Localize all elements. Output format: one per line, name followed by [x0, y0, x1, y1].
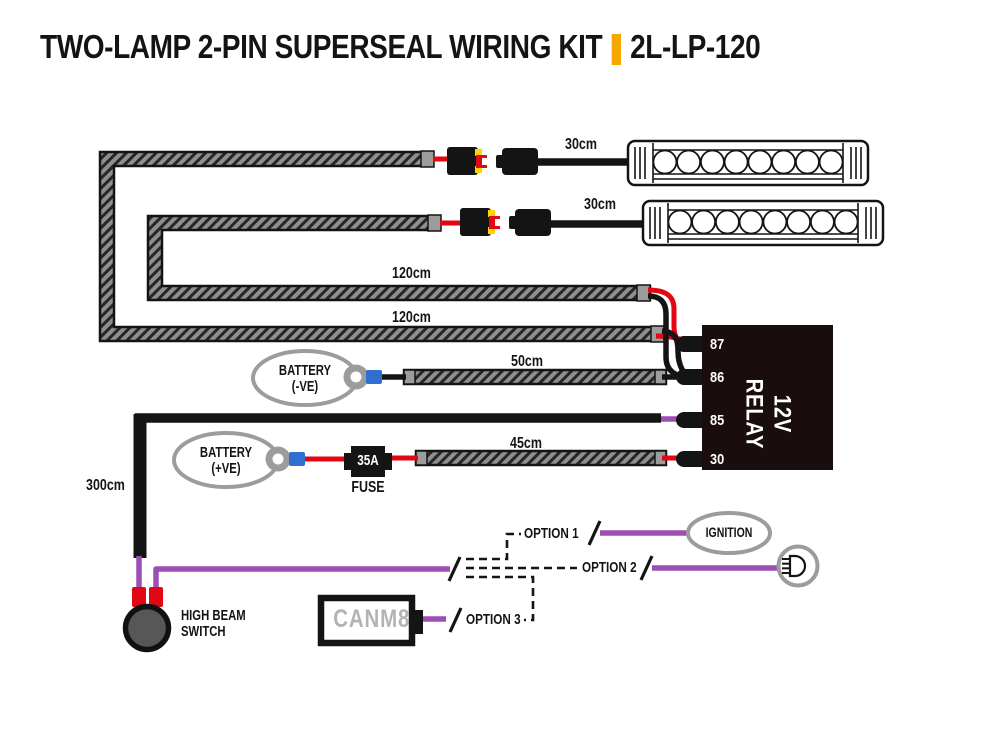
superseal-male-1 — [447, 147, 478, 175]
relay — [676, 325, 833, 470]
canm8-label: CANM8 — [333, 605, 411, 633]
crimp-blue-positive — [289, 452, 305, 466]
title-main: TWO-LAMP 2-PIN SUPERSEAL WIRING KIT — [40, 28, 603, 65]
label-battery-positive-length: 45cm — [510, 435, 542, 452]
crimp-red-2 — [149, 587, 163, 607]
relay-pin-85-label: 85 — [710, 412, 725, 429]
fuse-rating: 35A — [357, 452, 379, 469]
relay-body — [702, 325, 833, 470]
label-lamp2-tail-length: 30cm — [584, 196, 616, 213]
relay-pin-30 — [676, 451, 710, 467]
light-bar-2 — [641, 199, 885, 247]
option3-label: OPTION 3 — [466, 611, 521, 628]
switch-cable — [122, 413, 661, 653]
lamp1-connector-pair — [433, 147, 632, 175]
superseal-male-2 — [460, 208, 491, 236]
braid-battery-negative — [402, 368, 668, 386]
label-lamp1-tail-length: 30cm — [565, 136, 597, 153]
relay-pin-87-label: 87 — [710, 336, 725, 353]
option1-label: OPTION 1 — [524, 525, 579, 542]
title-code: 2L-LP-120 — [630, 28, 761, 65]
option2-label: OPTION 2 — [582, 559, 637, 576]
battery-positive-branch — [172, 431, 418, 489]
braid-battery-positive — [414, 449, 668, 467]
label-lamp1-loop-length: 120cm — [392, 309, 431, 326]
relay-pin-87 — [676, 336, 710, 352]
relay-label: 12V RELAY — [740, 378, 796, 450]
relay-pin-85 — [676, 412, 710, 428]
headlight-icon — [776, 544, 820, 588]
ignition-oval — [686, 511, 772, 555]
battery-negative-label: BATTERY (-VE) — [278, 363, 332, 395]
relay-pin-86-label: 86 — [710, 369, 725, 386]
high-beam-switch-label: HIGH BEAM SWITCH — [181, 608, 246, 640]
light-bar-1 — [626, 139, 870, 187]
canm8-box — [317, 594, 423, 647]
title-separator: | — [606, 28, 627, 65]
braid-loom-lamp1 — [98, 150, 666, 343]
option-routing — [420, 520, 779, 633]
battery-positive-label: BATTERY (+VE) — [199, 445, 253, 477]
fuse-label: FUSE — [351, 479, 385, 496]
fuse-holder — [344, 446, 392, 477]
relay-pin-86 — [676, 369, 710, 385]
label-lamp2-loop-length: 120cm — [392, 265, 431, 282]
superseal-female-1 — [502, 148, 538, 175]
relay-pin-30-label: 30 — [710, 451, 725, 468]
high-beam-switch — [122, 603, 172, 653]
label-switch-cable-length: 300cm — [86, 477, 125, 494]
battery-negative-branch — [251, 349, 406, 407]
crimp-blue-negative — [366, 370, 382, 384]
ignition-label: IGNITION — [705, 525, 753, 540]
lamp2-connector-pair — [440, 208, 647, 236]
superseal-female-2 — [515, 209, 551, 236]
page-title: TWO-LAMP 2-PIN SUPERSEAL WIRING KIT | 2L… — [40, 28, 761, 66]
braid-loom-lamp2 — [146, 214, 652, 302]
label-battery-negative-length: 50cm — [511, 353, 543, 370]
crimp-red-1 — [132, 587, 146, 607]
